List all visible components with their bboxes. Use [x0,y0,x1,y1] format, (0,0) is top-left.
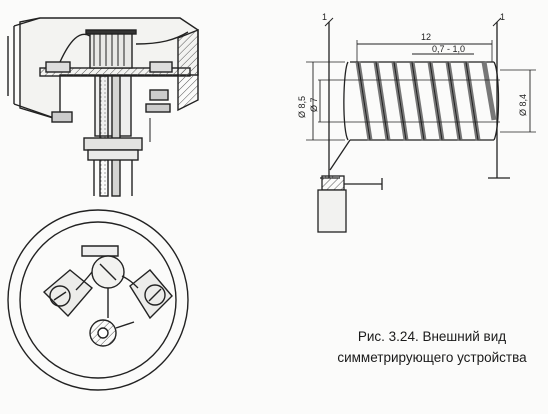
dim-length-label: 12 [421,32,431,42]
dim-right-diameter-label: Ø 8,4 [518,94,528,116]
front-view [7,209,189,391]
dim-outer-diameter-label: Ø 8,5 [297,96,307,118]
figure-caption: Рис. 3.24. Внешний вид симметрирующего у… [316,326,548,368]
lead-mark-right: 1 [500,12,505,22]
dim-pitch-label: 0,7 - 1,0 [432,44,465,54]
caption-line-2: симметрирующего устройства [337,350,527,365]
caption-line-1: Рис. 3.24. Внешний вид [357,329,507,344]
dim-inner-diameter-label: Ø 7 [309,97,319,112]
winding-drawing [306,17,536,233]
sectional-view [7,17,199,197]
lead-mark-left: 1 [322,12,327,22]
